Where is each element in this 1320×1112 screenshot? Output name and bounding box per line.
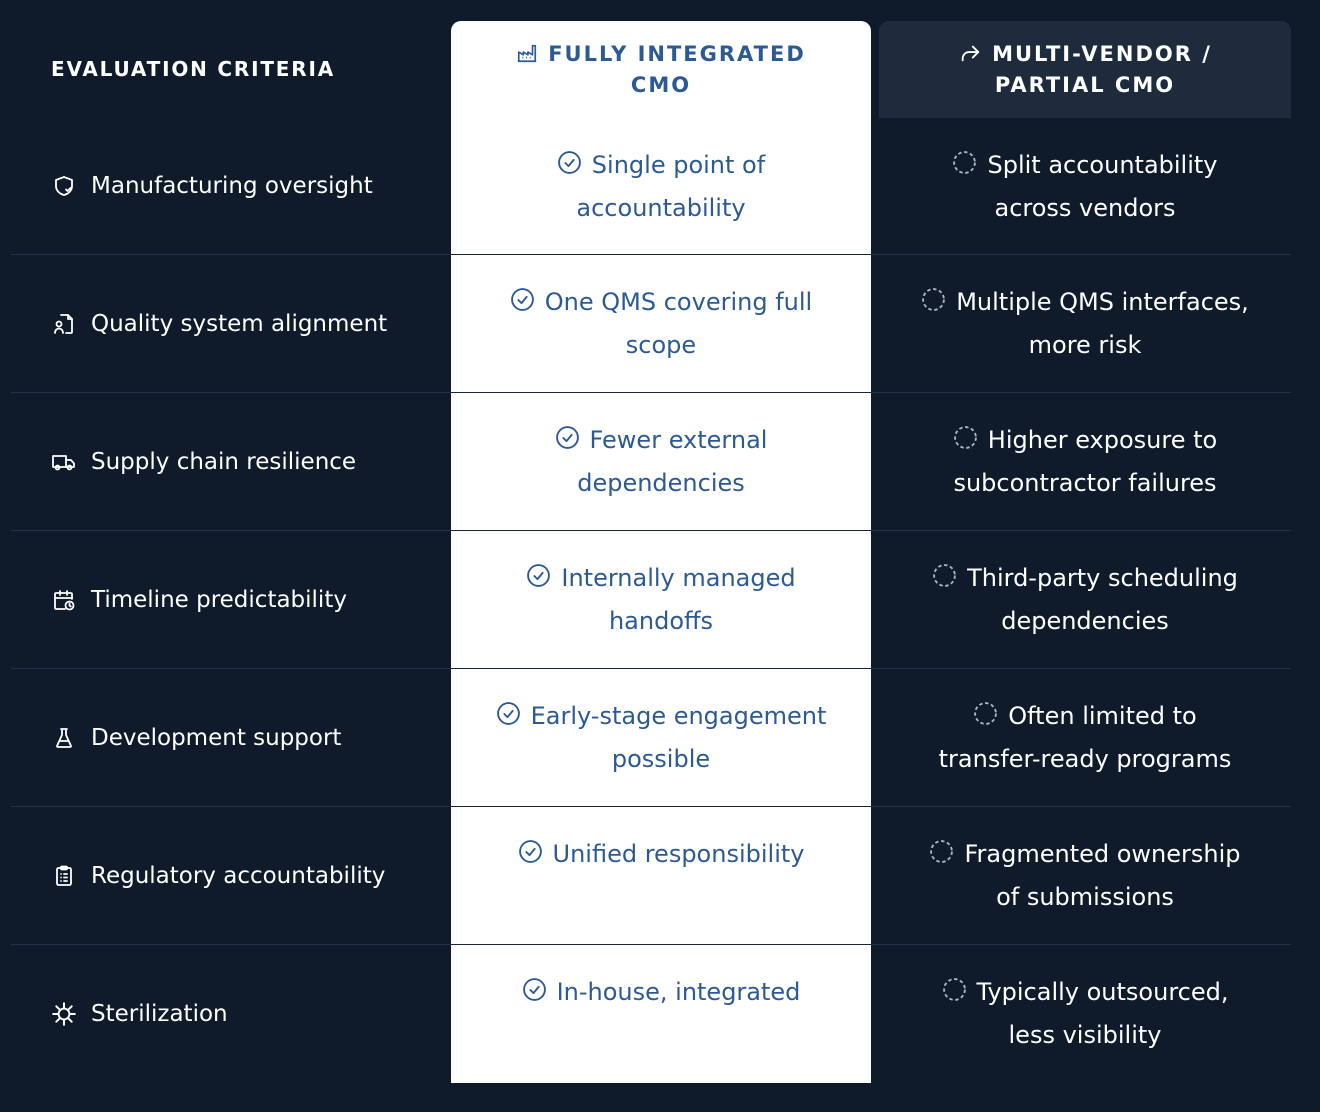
table-row: Quality system alignment One QMS coverin…: [11, 255, 1291, 393]
multi-value: Typically outsourced, less visibility: [976, 978, 1229, 1049]
dashed-circle-icon: [932, 560, 957, 601]
criterion-cell: Sterilization: [11, 945, 451, 1083]
criterion-label: Quality system alignment: [91, 310, 388, 337]
criterion-cell: Timeline predictability: [11, 531, 451, 669]
table-row: Development support Early-stage engageme…: [11, 669, 1291, 807]
multi-value: Multiple QMS interfaces, more risk: [956, 288, 1249, 359]
criterion-label: Regulatory accountability: [91, 862, 386, 889]
multi-cell: Third-party scheduling dependencies: [879, 531, 1291, 669]
shield-icon: [51, 173, 77, 199]
criterion-cell: Quality system alignment: [11, 255, 451, 393]
integrated-cell: Single point of accountability: [451, 118, 871, 255]
integrated-header: FULLY INTEGRATED CMO: [451, 21, 871, 118]
table-row: Manufacturing oversight Single point of …: [11, 118, 1291, 255]
integrated-cell: In-house, integrated: [451, 945, 871, 1083]
multi-header: MULTI-VENDOR / PARTIAL CMO: [879, 21, 1291, 118]
factory-icon: [516, 42, 538, 71]
truck-icon: [51, 449, 77, 475]
multi-cell: Typically outsourced, less visibility: [879, 945, 1291, 1083]
integrated-value: Fewer external dependencies: [577, 426, 768, 497]
criterion-cell: Regulatory accountability: [11, 807, 451, 945]
table-row: Sterilization In-house, integrated Typic…: [11, 945, 1291, 1083]
table-row: Regulatory accountability Unified respon…: [11, 807, 1291, 945]
dashed-circle-icon: [953, 422, 978, 463]
multi-cell: Fragmented ownership of submissions: [879, 807, 1291, 945]
integrated-value: Internally managed handoffs: [561, 564, 796, 635]
forward-arrow-icon: [958, 42, 982, 71]
dashed-circle-icon: [973, 698, 998, 739]
integrated-value: Early-stage engagement possible: [530, 702, 827, 773]
criterion-label: Manufacturing oversight: [91, 173, 373, 199]
check-circle-icon: [496, 698, 521, 739]
dashed-circle-icon: [942, 974, 967, 1015]
criterion-cell: Manufacturing oversight: [11, 118, 451, 255]
integrated-cell: One QMS covering full scope: [451, 255, 871, 393]
dashed-circle-icon: [921, 284, 946, 325]
dashed-circle-icon: [952, 147, 977, 188]
multi-cell: Often limited to transfer-ready programs: [879, 669, 1291, 807]
flask-icon: [51, 725, 77, 751]
criterion-label: Supply chain resilience: [91, 448, 357, 475]
check-circle-icon: [510, 284, 535, 325]
table-row: Supply chain resilience Fewer external d…: [11, 393, 1291, 531]
multi-value: Third-party scheduling dependencies: [967, 564, 1238, 635]
comparison-table: EVALUATION CRITERIA FULLY INTEGRATED CMO: [11, 21, 1291, 1083]
integrated-cell: Fewer external dependencies: [451, 393, 871, 531]
integrated-cell: Internally managed handoffs: [451, 531, 871, 669]
dashed-circle-icon: [929, 836, 954, 877]
check-circle-icon: [522, 974, 547, 1015]
virus-icon: [51, 1001, 77, 1027]
criterion-cell: Supply chain resilience: [11, 393, 451, 531]
table-row: Timeline predictability Internally manag…: [11, 531, 1291, 669]
integrated-value: In-house, integrated: [556, 978, 801, 1006]
integrated-header-label: FULLY INTEGRATED CMO: [548, 42, 806, 97]
table-header: EVALUATION CRITERIA FULLY INTEGRATED CMO: [11, 21, 1291, 118]
multi-value: Split accountability across vendors: [987, 151, 1218, 222]
multi-cell: Multiple QMS interfaces, more risk: [879, 255, 1291, 393]
integrated-cell: Unified responsibility: [451, 807, 871, 945]
criterion-label: Sterilization: [91, 1001, 228, 1027]
check-circle-icon: [557, 147, 582, 188]
document-user-icon: [51, 311, 77, 337]
check-circle-icon: [526, 560, 551, 601]
clipboard-icon: [51, 863, 77, 889]
check-circle-icon: [555, 422, 580, 463]
multi-value: Higher exposure to subcontractor failure…: [953, 426, 1218, 497]
criterion-label: Timeline predictability: [91, 586, 347, 613]
criterion-label: Development support: [91, 724, 342, 751]
integrated-value: Single point of accountability: [576, 151, 766, 222]
criteria-header-label: EVALUATION CRITERIA: [51, 56, 335, 81]
calendar-clock-icon: [51, 587, 77, 613]
multi-cell: Split accountability across vendors: [879, 118, 1291, 255]
multi-cell: Higher exposure to subcontractor failure…: [879, 393, 1291, 531]
criterion-cell: Development support: [11, 669, 451, 807]
integrated-cell: Early-stage engagement possible: [451, 669, 871, 807]
multi-header-label: MULTI-VENDOR / PARTIAL CMO: [992, 42, 1212, 97]
integrated-value: Unified responsibility: [552, 840, 805, 868]
multi-value: Fragmented ownership of submissions: [964, 840, 1241, 911]
check-circle-icon: [518, 836, 543, 877]
integrated-value: One QMS covering full scope: [544, 288, 813, 359]
criteria-header: EVALUATION CRITERIA: [11, 21, 451, 118]
multi-value: Often limited to transfer-ready programs: [938, 702, 1232, 773]
